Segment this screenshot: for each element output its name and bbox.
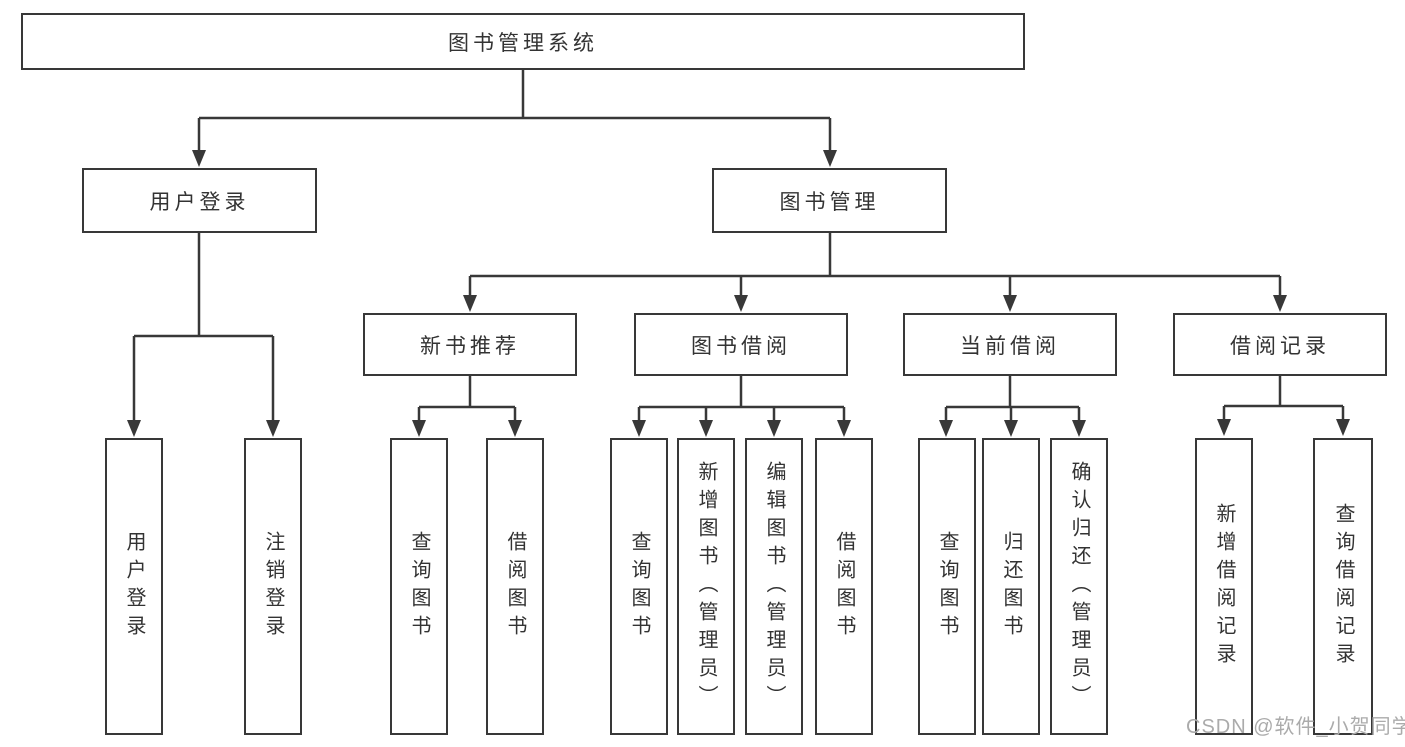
- arrow-down-icon: [1003, 295, 1017, 312]
- arrow-down-icon: [823, 150, 837, 167]
- node-root-label: 图书管理系统: [448, 31, 598, 55]
- leaf-add-borrow-record: 新增借阅记录: [1195, 438, 1253, 735]
- arrow-down-icon: [767, 420, 781, 437]
- leaf-search-books-current: 查询图书: [918, 438, 976, 735]
- node-book-borrow-label: 图书借阅: [691, 334, 791, 358]
- leaf-logout: 注销登录: [244, 438, 302, 735]
- leaf-borrow-books-recommend: 借阅图书: [486, 438, 544, 735]
- leaf-search-books-borrow-label: 查询图书: [628, 530, 650, 643]
- leaf-add-books-admin-label: 新增图书（管理员）: [695, 460, 717, 713]
- arrow-down-icon: [734, 295, 748, 312]
- arrow-down-icon: [1273, 295, 1287, 312]
- arrow-down-icon: [127, 420, 141, 437]
- arrow-down-icon: [939, 420, 953, 437]
- leaf-add-books-admin: 新增图书（管理员）: [677, 438, 735, 735]
- leaf-confirm-return-admin-label: 确认归还（管理员）: [1068, 460, 1090, 713]
- arrow-down-icon: [1072, 420, 1086, 437]
- node-borrow-record-label: 借阅记录: [1230, 334, 1330, 358]
- arrow-down-icon: [192, 150, 206, 167]
- leaf-return-books: 归还图书: [982, 438, 1040, 735]
- node-current-borrow: 当前借阅: [903, 313, 1117, 376]
- node-current-borrow-label: 当前借阅: [960, 334, 1060, 358]
- connector-path: [132, 70, 1345, 424]
- arrow-down-icon: [699, 420, 713, 437]
- arrow-down-icon: [632, 420, 646, 437]
- leaf-borrow-books: 借阅图书: [815, 438, 873, 735]
- leaf-return-books-label: 归还图书: [1000, 530, 1022, 643]
- leaf-search-books-current-label: 查询图书: [936, 530, 958, 643]
- leaf-borrow-books-recommend-label: 借阅图书: [504, 530, 526, 643]
- leaf-search-books-recommend-label: 查询图书: [408, 530, 430, 643]
- leaf-logout-label: 注销登录: [262, 530, 284, 643]
- arrow-down-icon: [463, 295, 477, 312]
- leaf-add-borrow-record-label: 新增借阅记录: [1213, 502, 1235, 671]
- arrow-down-icon: [1004, 420, 1018, 437]
- leaf-search-books-recommend: 查询图书: [390, 438, 448, 735]
- arrow-down-icon: [508, 420, 522, 437]
- arrowheads: [127, 150, 1350, 437]
- leaf-search-borrow-record-label: 查询借阅记录: [1332, 502, 1354, 671]
- leaf-search-books-borrow: 查询图书: [610, 438, 668, 735]
- arrow-down-icon: [1336, 419, 1350, 436]
- leaf-edit-books-admin: 编辑图书（管理员）: [745, 438, 803, 735]
- leaf-confirm-return-admin: 确认归还（管理员）: [1050, 438, 1108, 735]
- leaf-borrow-books-label: 借阅图书: [833, 530, 855, 643]
- leaf-user-login-label: 用户登录: [123, 530, 145, 643]
- node-book-management: 图书管理: [712, 168, 947, 233]
- leaf-user-login: 用户登录: [105, 438, 163, 735]
- node-root: 图书管理系统: [21, 13, 1025, 70]
- node-borrow-record: 借阅记录: [1173, 313, 1387, 376]
- node-user-login-label: 用户登录: [149, 190, 250, 214]
- node-new-book-recommend: 新书推荐: [363, 313, 577, 376]
- node-book-management-label: 图书管理: [779, 190, 880, 214]
- arrow-down-icon: [837, 420, 851, 437]
- node-user-login: 用户登录: [82, 168, 317, 233]
- arrow-down-icon: [412, 420, 426, 437]
- watermark-text: CSDN @软件_小贺同学: [1186, 716, 1405, 738]
- node-new-book-recommend-label: 新书推荐: [420, 334, 520, 358]
- arrow-down-icon: [1217, 419, 1231, 436]
- node-book-borrow: 图书借阅: [634, 313, 848, 376]
- leaf-search-borrow-record: 查询借阅记录: [1313, 438, 1373, 735]
- arrow-down-icon: [266, 420, 280, 437]
- leaf-edit-books-admin-label: 编辑图书（管理员）: [763, 460, 785, 713]
